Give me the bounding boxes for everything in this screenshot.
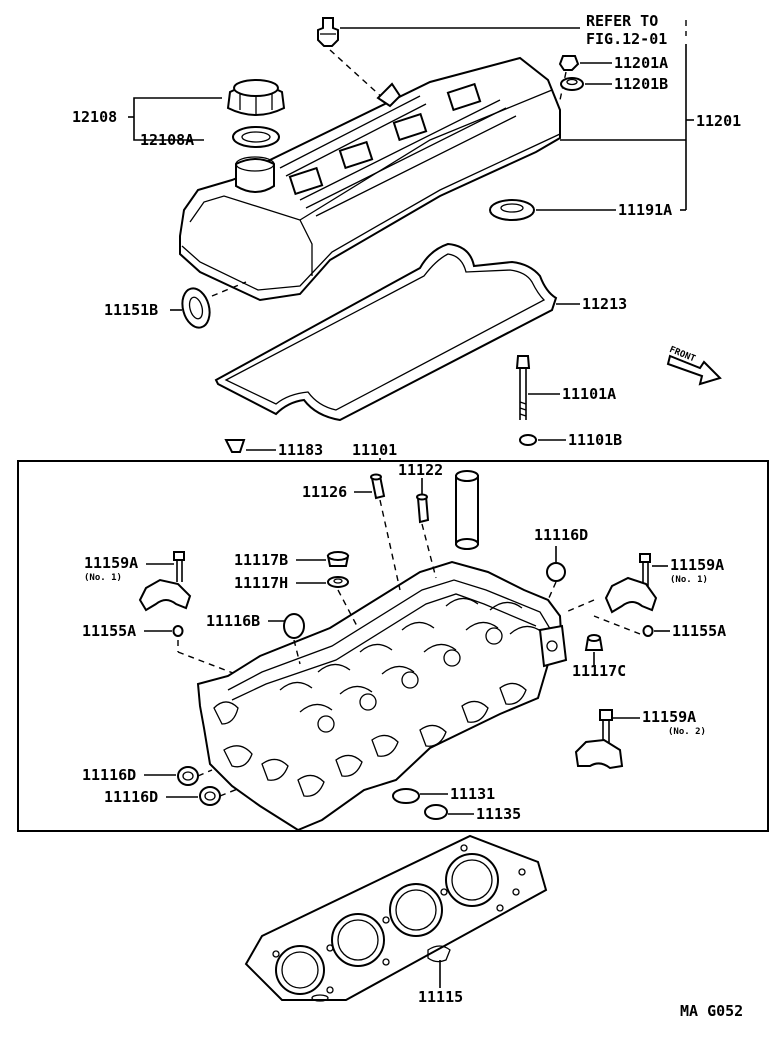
label-11117C: 11117C: [572, 662, 626, 680]
label-11101B: 11101B: [568, 431, 622, 449]
label-11159A-no2: 11159A: [642, 708, 696, 726]
label-12108A: 12108A: [140, 131, 194, 149]
bearing-cap-left: [138, 578, 192, 612]
front-arrow-icon: [666, 354, 722, 386]
seal-11117H: [327, 576, 349, 588]
label-11116D-a: 11116D: [82, 766, 136, 784]
refer-line-1: REFER TO: [586, 12, 658, 30]
label-11116D-b: 11116D: [104, 788, 158, 806]
label-11213: 11213: [582, 295, 627, 313]
cap-gasket: [232, 126, 280, 148]
bolt-11101A: [515, 355, 531, 420]
cover-gasket-11213: [214, 242, 558, 422]
bearing-cap-right: [604, 576, 658, 614]
label-11159A-left: 11159A: [84, 554, 138, 572]
label-11101A: 11101A: [562, 385, 616, 403]
note-11159A-no2: (No. 2): [668, 727, 706, 737]
oil-filler-cap: [226, 79, 286, 116]
cylinder-head-cover: [179, 56, 561, 302]
retainer-11117B: [326, 551, 350, 567]
label-11101: 11101: [352, 441, 397, 459]
label-11117B: 11117B: [234, 551, 288, 569]
label-11155A-left: 11155A: [82, 622, 136, 640]
part-11117C: [584, 634, 604, 651]
sensor-part: [317, 17, 339, 47]
label-11191A: 11191A: [618, 201, 672, 219]
pin-11155A-right: [642, 625, 654, 637]
label-11117H: 11117H: [234, 574, 288, 592]
bolt-11159A-left: [173, 551, 185, 582]
washer-11101B: [519, 434, 537, 446]
label-11122: 11122: [398, 461, 443, 479]
head-gasket-11115: [244, 834, 548, 1002]
cylinder-head: [196, 560, 568, 832]
plug-11116D-a: [177, 766, 199, 786]
note-11159A-right: (No. 1): [670, 575, 708, 585]
bolt-11159A-right: [639, 553, 651, 586]
label-11115: 11115: [418, 988, 463, 1006]
valve-guide-11122: [416, 493, 430, 524]
tube-part: [455, 470, 479, 550]
seal-11151B: [181, 287, 211, 329]
seal-11131: [392, 788, 420, 804]
plug-11116B: [283, 613, 305, 639]
bearing-cap-no2: [574, 738, 624, 770]
label-11151B: 11151B: [104, 301, 158, 319]
label-11201B: 11201B: [614, 75, 668, 93]
grommet-11201B: [560, 77, 584, 91]
label-11159A-right: 11159A: [670, 556, 724, 574]
seal-11135: [424, 804, 448, 820]
part-11183: [224, 439, 246, 453]
label-12108: 12108: [72, 108, 117, 126]
label-11135: 11135: [476, 805, 521, 823]
label-11126: 11126: [302, 483, 347, 501]
label-11116D-top: 11116D: [534, 526, 588, 544]
label-11201: 11201: [696, 112, 741, 130]
label-11201A: 11201A: [614, 54, 668, 72]
refer-line-2: FIG.12-01: [586, 30, 667, 48]
cylinder-head-subassembly-box: [17, 460, 769, 832]
label-11155A-right: 11155A: [672, 622, 726, 640]
pin-11155A-left: [172, 625, 184, 637]
label-11183: 11183: [278, 441, 323, 459]
plug-11116D-b: [199, 786, 221, 806]
label-11131: 11131: [450, 785, 495, 803]
note-11159A-left: (No. 1): [84, 573, 122, 583]
nut-11201A: [558, 55, 580, 71]
valve-guide-11126: [370, 473, 386, 500]
diagram-code: MA G052: [680, 1002, 743, 1020]
label-11116B: 11116B: [206, 612, 260, 630]
plug-11116D-top: [546, 562, 566, 582]
seal-11191A: [489, 199, 535, 221]
